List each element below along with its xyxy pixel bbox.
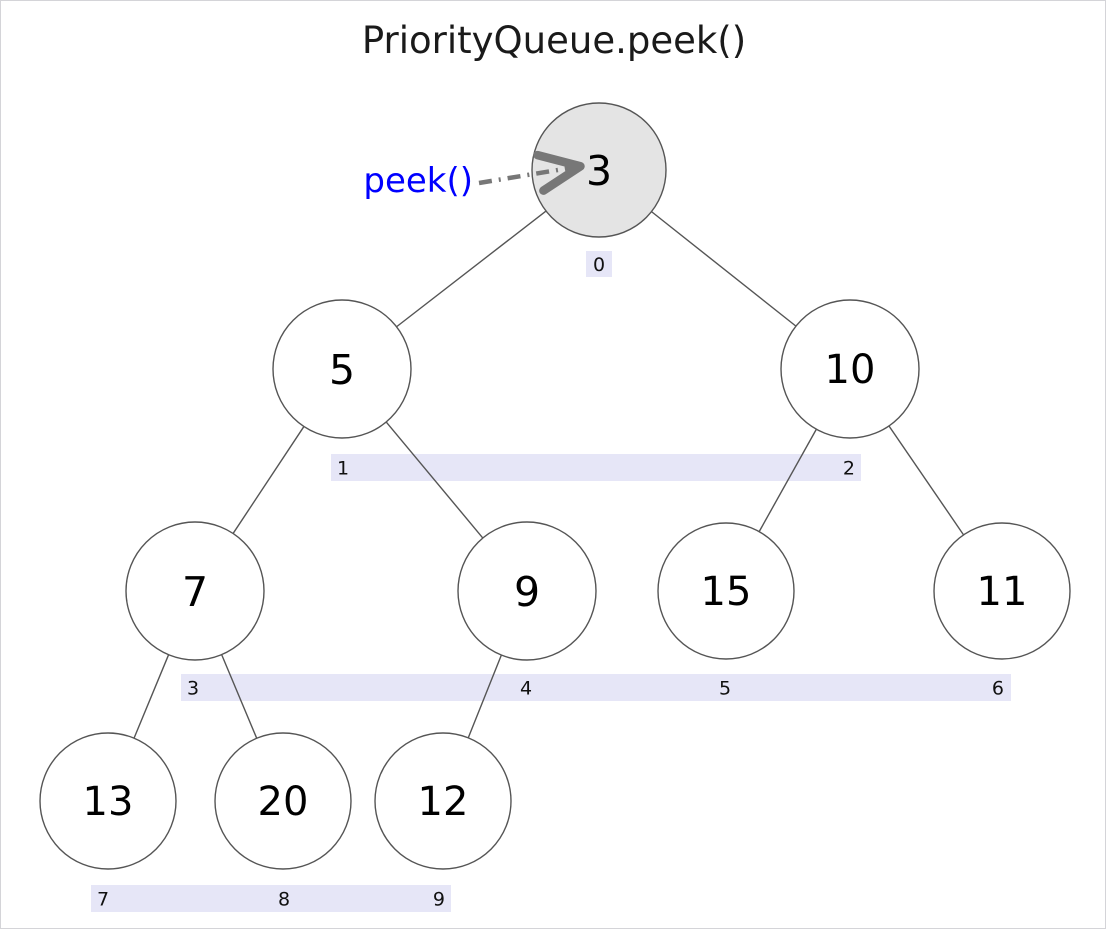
tree-edge [220, 653, 258, 740]
callout-layer: peek() [363, 150, 585, 201]
tree-node-value: 13 [83, 779, 134, 825]
tree-node-value: 11 [977, 569, 1028, 615]
tree-edge [395, 209, 548, 328]
node-index-label: 3 [187, 678, 199, 700]
tree-node[interactable]: 11 [933, 522, 1071, 660]
tree-node[interactable]: 9 [457, 521, 597, 661]
tree-edge [887, 424, 965, 537]
tree-node-circle [125, 521, 265, 661]
tree-node[interactable]: 5 [272, 299, 412, 439]
tree-edge [758, 428, 818, 533]
tree-edge [132, 653, 170, 740]
node-index-label: 5 [719, 678, 731, 700]
tree-node-value: 7 [182, 568, 208, 616]
index-band [586, 251, 612, 277]
index-band [181, 674, 1011, 701]
tree-node[interactable]: 12 [374, 732, 512, 870]
tree-node[interactable]: 3 [531, 102, 667, 238]
tree-node-circle [214, 732, 352, 870]
tree-node[interactable]: 15 [657, 522, 795, 660]
tree-node-value: 15 [701, 569, 752, 615]
tree-edge [467, 653, 503, 740]
tree-node-value: 5 [329, 346, 355, 394]
tree-node[interactable]: 7 [125, 521, 265, 661]
tree-node-value: 20 [258, 779, 309, 825]
tree-node-value: 9 [514, 568, 540, 616]
node-index-label: 0 [593, 254, 605, 276]
peek-arrow [478, 150, 585, 195]
tree-node-circle [39, 732, 177, 870]
peek-callout-label: peek() [363, 161, 473, 201]
node-index-label: 2 [843, 458, 855, 480]
tree-node-circle [272, 299, 412, 439]
node-index-label: 1 [337, 458, 349, 480]
tree-node-circle [933, 522, 1071, 660]
tree-edge [650, 210, 798, 328]
edges-layer [132, 209, 965, 740]
node-index-label: 7 [97, 889, 109, 911]
tree-node[interactable]: 13 [39, 732, 177, 870]
index-band [331, 454, 861, 481]
tree-node-circle [374, 732, 512, 870]
node-index-label: 4 [520, 678, 532, 700]
tree-node-circle [457, 521, 597, 661]
page-title: PriorityQueue.peek() [361, 19, 747, 62]
node-index-label: 6 [992, 678, 1004, 700]
index-band [91, 885, 451, 912]
tree-node-value: 3 [586, 147, 612, 195]
tree-node-circle [531, 102, 667, 238]
tree-node-value: 12 [418, 779, 469, 825]
tree-edge [231, 425, 306, 535]
node-index-label: 8 [278, 889, 290, 911]
tree-node-value: 10 [825, 347, 876, 393]
tree-node[interactable]: 10 [780, 299, 920, 439]
node-index-label: 9 [433, 889, 445, 911]
tree-node[interactable]: 20 [214, 732, 352, 870]
tree-edge [384, 420, 485, 540]
tree-node-circle [780, 299, 920, 439]
tree-node-circle [657, 522, 795, 660]
